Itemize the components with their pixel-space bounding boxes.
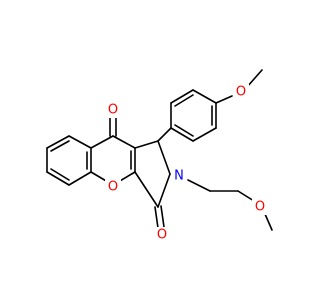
pyranone-ring: [90, 115, 136, 186]
atom-o-methoxy: O: [252, 199, 268, 215]
o-methoxy-label: O: [255, 200, 265, 215]
atom-o-ketone: O: [105, 102, 121, 118]
pyrrolone-ring: [134, 140, 171, 229]
atom-o-lactam: O: [154, 227, 170, 243]
n-label: N: [174, 169, 184, 184]
atom-o-ring: O: [105, 179, 121, 195]
o-ethoxy-label: O: [236, 85, 246, 100]
atom-n-pyrrole: N: [171, 168, 187, 184]
methoxyethyl-chain: [187, 179, 273, 231]
o-lactam-label: O: [157, 228, 167, 243]
benzo-ring: [46, 135, 92, 186]
aryl-ring: [157, 69, 263, 142]
o-ketone-label: O: [108, 103, 118, 118]
atom-o-ethoxy: O: [233, 84, 249, 100]
o-ring-label: O: [108, 180, 118, 195]
molecule-structure: O O O N O O: [46, 69, 273, 243]
